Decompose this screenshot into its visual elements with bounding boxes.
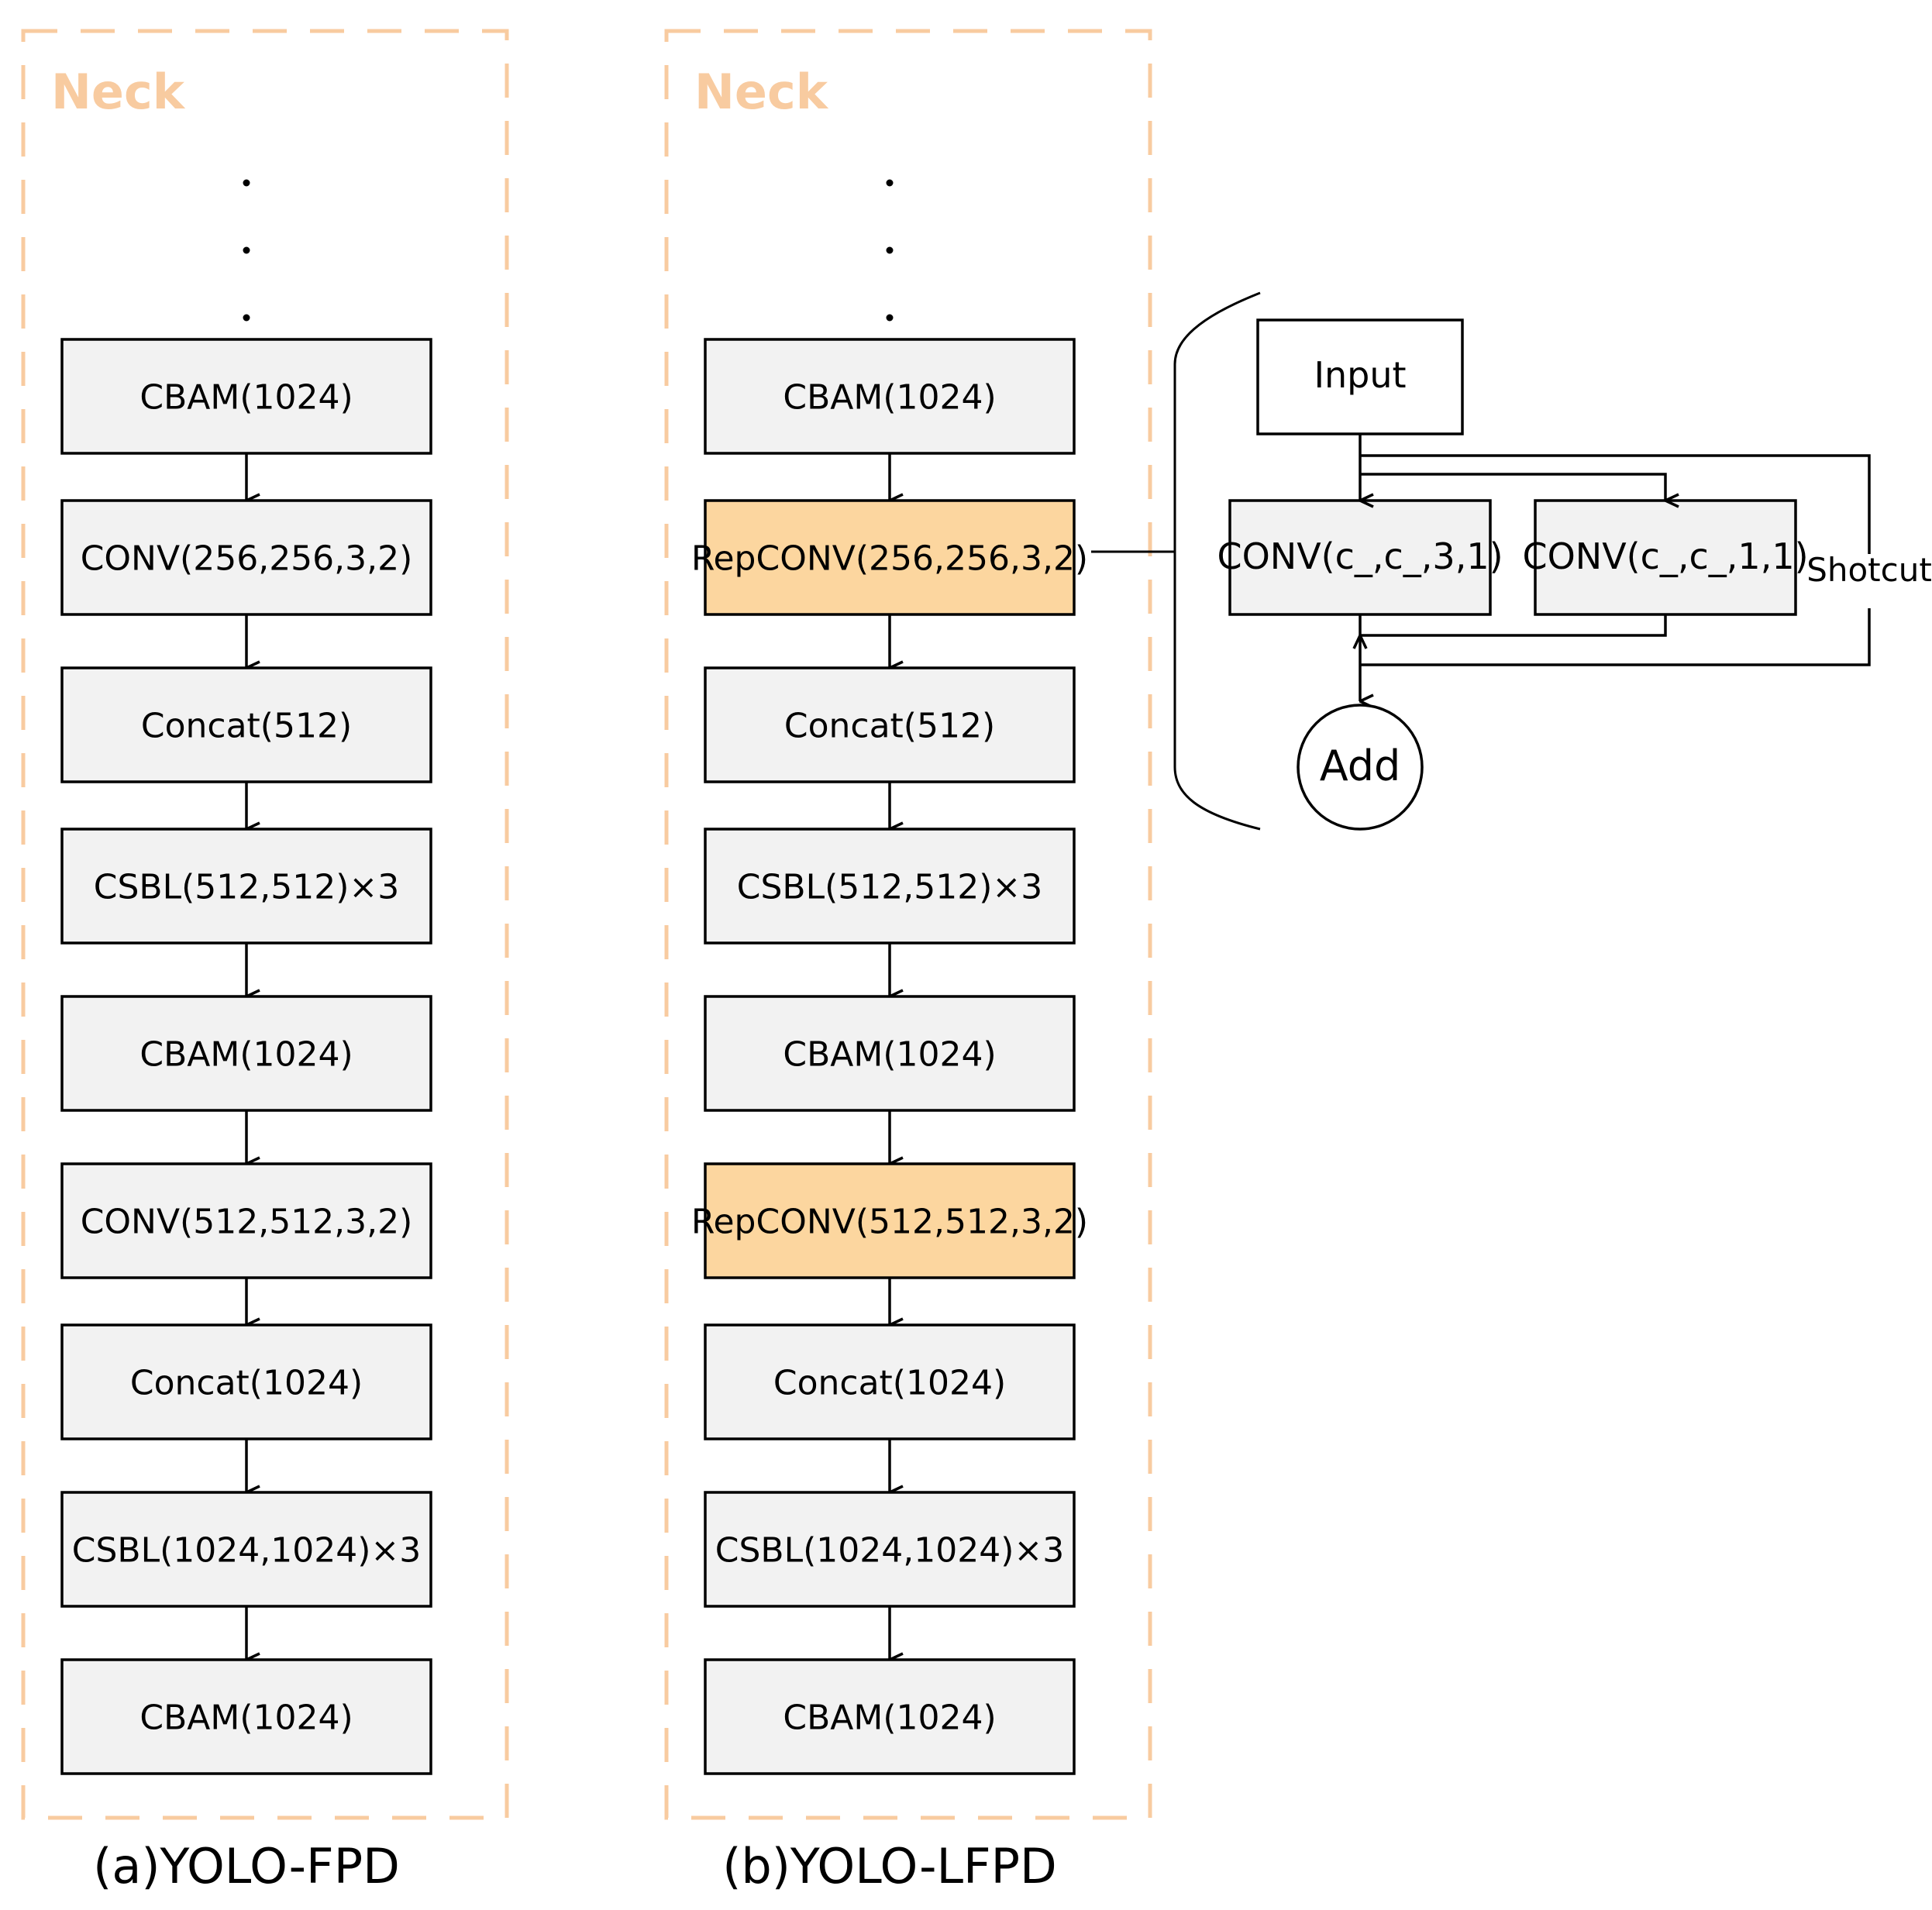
layer-block [60,1323,432,1440]
ellipsis-dot [886,314,894,322]
layer-block-label: CONV(256,256,3,2) [81,539,413,579]
layer-block-label: Concat(1024) [130,1364,363,1403]
panel-yolo-fpd: Neck CBAM(1024) CONV(256,256,3,2) Concat(5… [21,29,509,1895]
layer-block-label: CBAM(1024) [783,1698,996,1738]
shortcut-path-return [1360,608,1871,666]
panel-a-blocks: CBAM(1024) CONV(256,256,3,2) Concat(512) CS… [60,338,432,1775]
detail-brace [1173,291,1261,831]
layer-block [60,338,432,455]
layer-block-label: CSBL(512,512)×3 [737,868,1043,907]
conv1x1-label: CONV(c_,c_,1,1) [1522,535,1808,577]
shortcut-path [1360,454,1871,554]
panel-b-caption: (b)YOLO-LFPD [722,1838,1057,1895]
conv3x3-box [1228,499,1492,616]
conv1-to-merge-arrow [1360,614,1667,635]
layer-block [704,338,1076,455]
layer-block [704,995,1076,1112]
layer-block [60,1491,432,1608]
conv3x3-label: CONV(c_,c_,3,1) [1217,535,1503,577]
panel-b-title: Neck [694,64,829,120]
layer-block [704,828,1076,945]
panel-b-blocks: CBAM(1024) RepCONV(256,256,3,2) Concat(512… [691,338,1088,1775]
ellipsis-dot [886,246,894,254]
layer-block-label: CSBL(1024,1024)×3 [715,1531,1064,1571]
panel-a-ellipsis [243,179,250,322]
layer-block [60,1658,432,1775]
add-label: Add [1320,742,1401,790]
ellipsis-dot [243,179,250,187]
repconv-block [704,499,1076,616]
input-label: Input [1314,354,1406,396]
panel-a-caption: (a)YOLO-FPD [93,1838,400,1895]
layer-block [704,1491,1076,1608]
panel-a-title: Neck [51,64,186,120]
shortcut-label: Shotcut [1806,551,1932,589]
layer-block-label: CSBL(1024,1024)×3 [72,1531,421,1571]
layer-block [60,828,432,945]
repconv-block [704,1162,1076,1279]
layer-block [704,1323,1076,1440]
layer-block [60,666,432,783]
detail-connections [1360,434,1871,701]
layer-block [704,1658,1076,1775]
layer-block [704,666,1076,783]
ellipsis-dot [243,246,250,254]
layer-block-label: CBAM(1024) [139,378,353,418]
panel-b-border [664,29,1152,1820]
panel-b-ellipsis [886,179,894,322]
input-to-conv1-arrow [1360,473,1665,501]
layer-block-label: Concat(1024) [773,1364,1006,1403]
add-node [1297,704,1424,831]
ellipsis-dot [886,179,894,187]
layer-block-label: RepCONV(512,512,3,2) [691,1203,1088,1242]
layer-block-label: CBAM(1024) [783,1035,996,1075]
ellipsis-dot [243,314,250,322]
panel-a-border [21,29,509,1820]
layer-block-label: CBAM(1024) [139,1698,353,1738]
layer-block-label: CBAM(1024) [139,1035,353,1075]
layer-block [60,1162,432,1279]
layer-block-label: RepCONV(256,256,3,2) [691,539,1088,579]
layer-block-label: CSBL(512,512)×3 [94,868,400,907]
layer-block-label: Concat(512) [141,707,352,746]
layer-block-label: Concat(512) [784,707,995,746]
repconv-detail: Input CONV(c_,c_,3,1) CONV(c_,c_,1,1) Sh… [1091,291,1932,831]
input-box [1256,318,1464,435]
layer-block-label: CONV(512,512,3,2) [81,1203,413,1242]
panel-yolo-lfpd: Neck CBAM(1024) RepCONV(256,256,3,2) Conca… [664,29,1152,1895]
layer-block-label: CBAM(1024) [783,378,996,418]
conv1x1-box [1534,499,1797,616]
